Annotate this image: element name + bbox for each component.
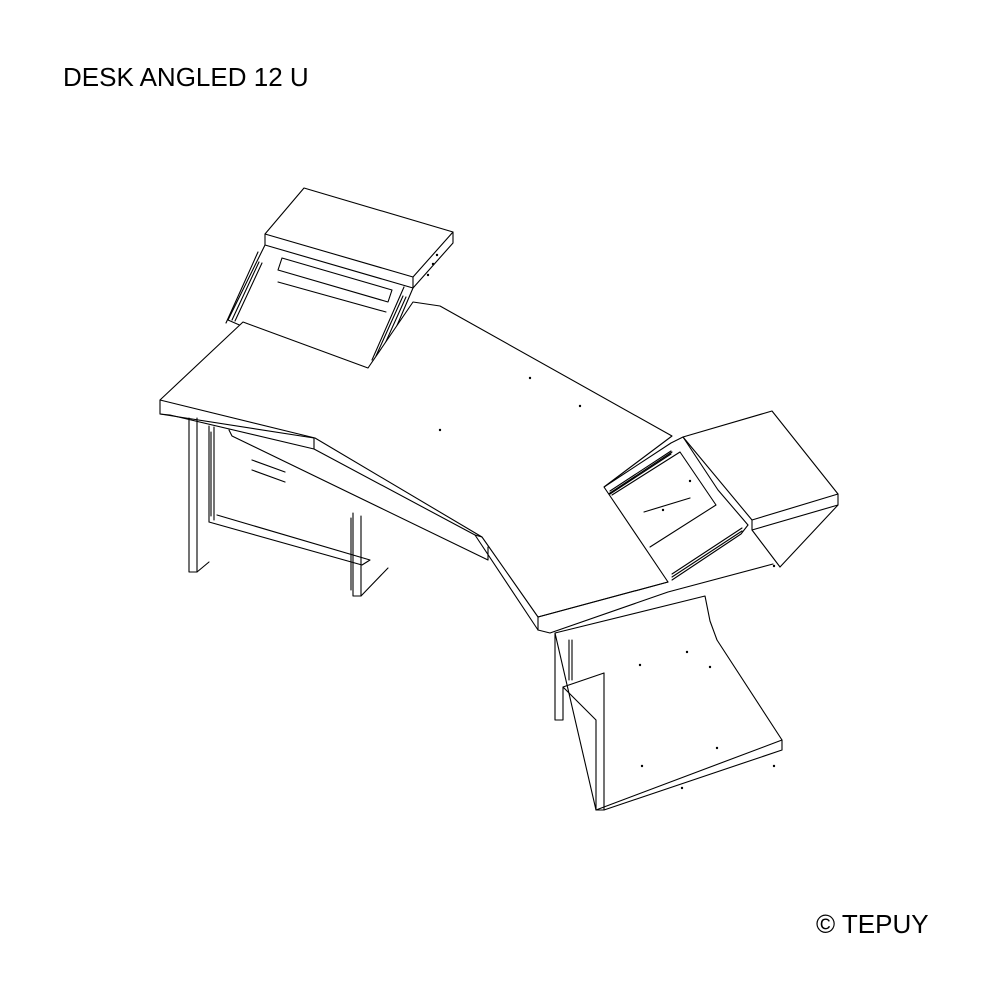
copyright-label: © TEPUY xyxy=(816,909,929,939)
left-rack-unit xyxy=(225,187,454,369)
right-leg-panel xyxy=(554,595,783,811)
left-leg-frame xyxy=(188,417,489,597)
drawing-title: DESK ANGLED 12 U xyxy=(63,62,309,92)
desk-top xyxy=(159,301,774,634)
